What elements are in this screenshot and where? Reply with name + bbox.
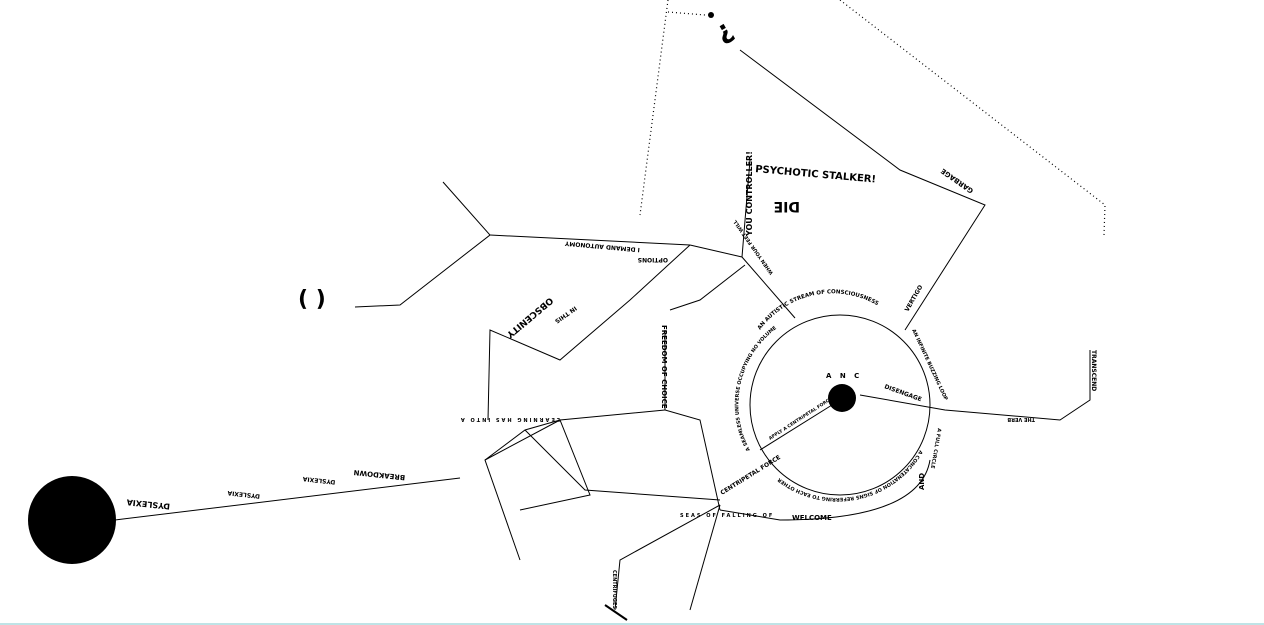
label-options: OPTIONS <box>638 256 668 263</box>
bottom-bar <box>0 623 1264 625</box>
black-sphere <box>28 476 116 564</box>
label-apply: APPLY A CENTRIPETAL FORCE <box>768 396 834 441</box>
label-parens: ( ) <box>298 287 326 312</box>
label-transcend: TRANSCEND <box>1090 350 1097 391</box>
label-controller: YOU CONTROLLER! <box>745 151 754 237</box>
label-full-circle: A FULL CIRCLE <box>929 428 942 470</box>
label-center: A N C <box>826 372 862 380</box>
label-welcome: WELCOME <box>792 514 832 522</box>
label-obscenity: OBSCENITY <box>504 295 555 340</box>
label-falling: SEAS OF FALLING OF <box>680 513 774 519</box>
label-centripetal: CENTRIPETAL FORCE <box>719 454 782 497</box>
label-learning: LEARNING HAS INTO A <box>459 416 560 422</box>
label-dyslexia-2: DYSLEXIA <box>227 489 261 499</box>
center-knot <box>828 384 856 412</box>
dotted-lines <box>639 0 1106 236</box>
label-vertigo: VERTIGO <box>904 284 925 313</box>
label-breakdown: BREAKDOWN <box>353 468 405 481</box>
label-die: DIE <box>774 198 800 214</box>
label-dyslexia-4: DYSLEXIA <box>54 502 115 521</box>
label-dyslexia: DYSLEXIA <box>302 475 336 485</box>
question-mark-icon: ¿ <box>710 14 738 48</box>
label-universe: A SEAMLESS UNIVERSE OCCUPYING NO VOLUME <box>734 325 778 452</box>
network-lines <box>114 49 1091 621</box>
label-loop: AN INFINITE BUZZING LOOP <box>910 328 949 401</box>
label-verb: THE VERB <box>1007 416 1035 422</box>
label-in-this: IN THIS <box>553 304 578 324</box>
dot-small-icon <box>708 12 714 18</box>
label-and: AND <box>918 473 926 490</box>
label-dyslexia-3: DYSLEXIA <box>125 497 170 511</box>
label-psychotic: PSYCHOTIC STALKER! <box>755 164 877 186</box>
label-freedom: FREEDOM OF CHOICE <box>660 325 668 409</box>
label-centrifuges: CENTRIFUGES <box>611 570 617 609</box>
label-garbage: GARBAGE <box>939 166 975 194</box>
